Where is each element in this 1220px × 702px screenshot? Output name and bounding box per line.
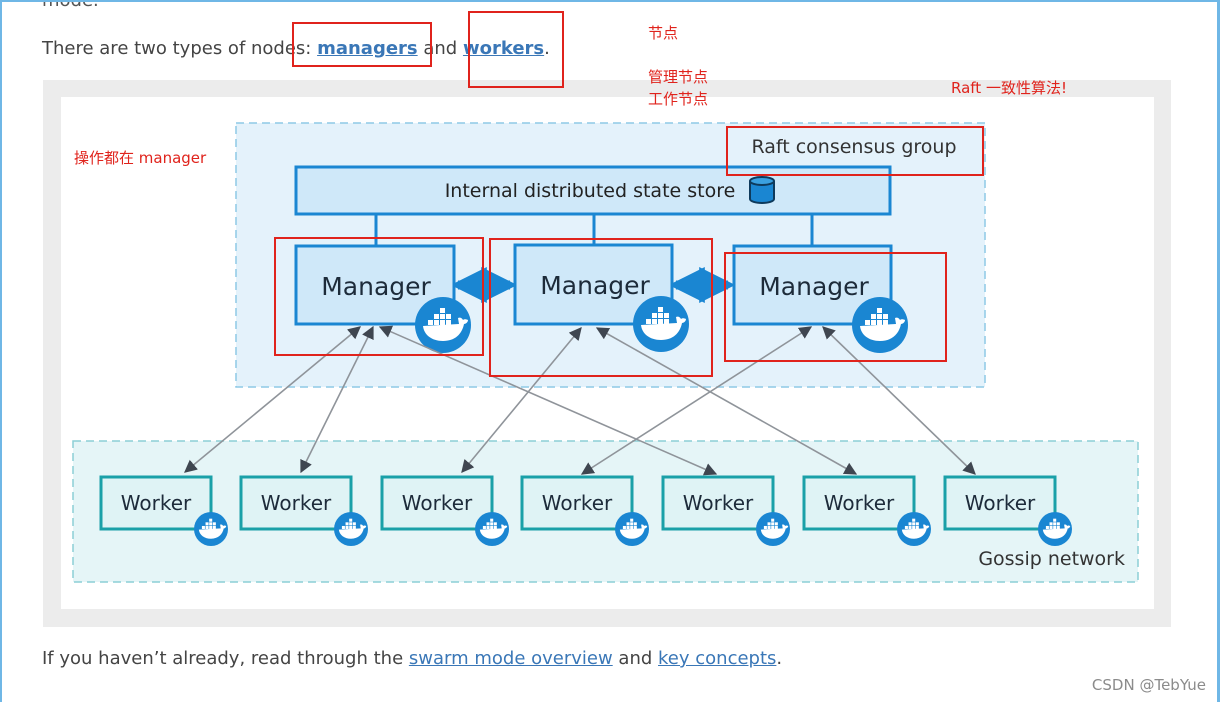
manager-node-1: Manager bbox=[294, 244, 471, 353]
worker-7-label: Worker bbox=[965, 491, 1036, 515]
workers-link[interactable]: workers bbox=[462, 38, 545, 59]
worker-2-label: Worker bbox=[261, 491, 332, 515]
docker-whale-icon bbox=[194, 512, 228, 546]
manager-node-2: Manager bbox=[513, 243, 689, 352]
raft-group-label: Raft consensus group bbox=[751, 136, 956, 158]
manager-1-label: Manager bbox=[321, 272, 431, 301]
worker-node-5: Worker bbox=[661, 475, 790, 546]
docker-whale-icon bbox=[334, 512, 368, 546]
annotation-manager-node: 管理节点 bbox=[648, 68, 709, 86]
annotation-worker-node: 工作节点 bbox=[648, 90, 709, 108]
intro-suffix: . bbox=[544, 38, 550, 59]
docker-whale-icon bbox=[897, 512, 931, 546]
worker-node-1: Worker bbox=[99, 475, 228, 546]
worker-3-label: Worker bbox=[402, 491, 473, 515]
manager-3-label: Manager bbox=[759, 272, 869, 301]
highlight-workers-link bbox=[468, 11, 564, 88]
intro-prefix: There are two types of nodes: bbox=[42, 38, 318, 59]
docker-whale-icon bbox=[615, 512, 649, 546]
outro-suffix: . bbox=[776, 648, 783, 669]
intro-paragraph: There are two types of nodes: managers a… bbox=[42, 38, 550, 59]
docker-whale-icon bbox=[475, 512, 509, 546]
top-text: mode. bbox=[42, 0, 99, 11]
docker-whale-icon bbox=[756, 512, 790, 546]
key-concepts-link[interactable]: key concepts bbox=[658, 648, 777, 669]
database-icon bbox=[749, 176, 775, 204]
managers-link[interactable]: managers bbox=[317, 38, 418, 59]
manager-node-3: Manager bbox=[732, 244, 908, 353]
worker-node-2: Worker bbox=[239, 475, 368, 546]
highlight-manager-3 bbox=[724, 252, 947, 362]
worker-6-label: Worker bbox=[824, 491, 895, 515]
worker-4-label: Worker bbox=[542, 491, 613, 515]
outro-paragraph: If you haven’t already, read through the… bbox=[42, 648, 782, 669]
highlight-manager-1 bbox=[274, 237, 484, 356]
gossip-network-label: Gossip network bbox=[978, 548, 1125, 570]
worker-node-6: Worker bbox=[802, 475, 931, 546]
worker-node-7: Worker bbox=[943, 475, 1072, 546]
highlight-managers-link bbox=[292, 22, 432, 67]
manager-2-label: Manager bbox=[540, 271, 650, 300]
state-store-label: Internal distributed state store bbox=[445, 180, 736, 202]
docker-whale-icon bbox=[1038, 512, 1072, 546]
swarm-mode-overview-link[interactable]: swarm mode overview bbox=[408, 648, 613, 669]
worker-node-3: Worker bbox=[380, 475, 509, 546]
worker-manager-links bbox=[184, 325, 976, 476]
annotation-nodes: 节点 bbox=[648, 24, 679, 42]
annotation-raft: Raft 一致性算法! bbox=[951, 79, 1067, 97]
watermark: CSDN @TebYue bbox=[1091, 676, 1206, 694]
worker-node-4: Worker bbox=[520, 475, 649, 546]
worker-5-label: Worker bbox=[683, 491, 754, 515]
worker-1-label: Worker bbox=[121, 491, 192, 515]
outro-prefix: If you haven’t already, read through the bbox=[42, 648, 409, 669]
highlight-raft-group bbox=[726, 126, 984, 176]
capture-edge-top bbox=[0, 0, 1220, 2]
capture-edge-right bbox=[1217, 0, 1220, 702]
outro-mid: and bbox=[612, 648, 659, 669]
capture-edge-left bbox=[0, 0, 2, 702]
highlight-manager-2 bbox=[489, 238, 713, 377]
annotation-ops-on-manager: 操作都在 manager bbox=[74, 149, 207, 167]
